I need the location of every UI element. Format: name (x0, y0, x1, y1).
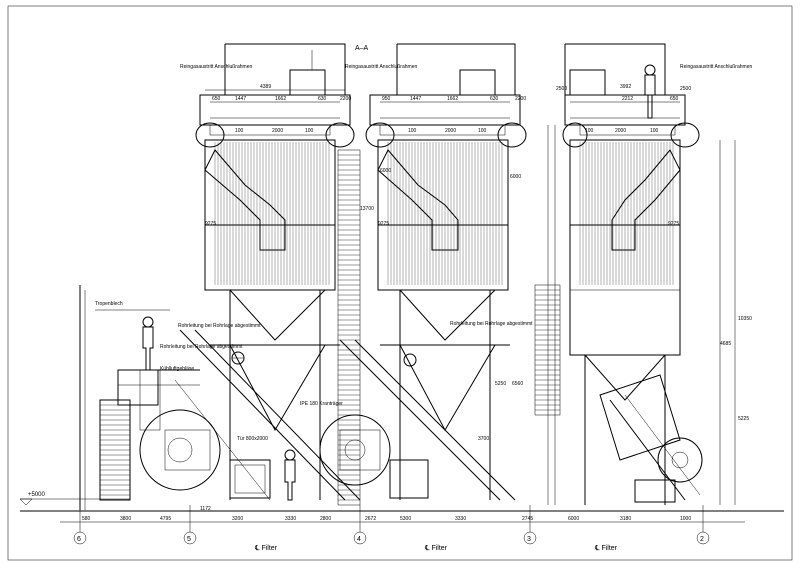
dim-top-left-7: 100 (305, 128, 314, 134)
left-stair-structure: Tropenblech (79, 285, 200, 510)
top-dimensions: 4389 650 1447 1662 630 100 2000 100 950 … (205, 84, 679, 134)
dim-top-mid-0: 950 (382, 96, 391, 102)
bdim-11: 6000 (568, 516, 579, 522)
person-figure-left (142, 316, 154, 371)
dim-side-11: 3700 (478, 436, 489, 442)
drawing-border (7, 5, 793, 561)
dim-top-left-6: 2000 (272, 128, 283, 134)
dim-side-0: 6000 (380, 168, 391, 174)
dim-top-mid-3: 630 (490, 96, 499, 102)
filter-label-2: ℄ Filter (424, 545, 448, 552)
bdim-4: 3200 (232, 516, 243, 522)
dim-top-left-1: 650 (212, 96, 221, 102)
filter-label-3: ℄ Filter (594, 545, 618, 552)
note-left-top: Reingasaustritt Anschlußrahmen (180, 64, 252, 70)
note-mid-a: Rohrleitung bei Rohrlage abgestimmt (450, 321, 533, 327)
dim-top-mid-5: 2000 (445, 128, 456, 134)
filter-unit-right: 9275 (562, 43, 700, 505)
door-note: Tür 800x2000 (237, 436, 268, 442)
filter-label-1: ℄ Filter (254, 545, 278, 552)
note-right-top: Reingasaustritt Anschlußrahmen (680, 64, 752, 70)
right-stair-tower (534, 125, 561, 505)
dim-side-5: 2200 (340, 96, 351, 102)
dim-top-mid-4: 100 (408, 128, 417, 134)
axis-3: 3 (527, 536, 531, 543)
section-title: A–A (355, 45, 369, 52)
diagonal-pipes-left: Rohrleitung bei Rohrlage abgestimmt Rohr… (160, 323, 361, 501)
dim-top-mid-2: 1662 (447, 96, 458, 102)
person-figure-mid (284, 449, 296, 501)
dim-top-mid-1: 1447 (410, 96, 421, 102)
cooling-fan-left: Tür 800x2000 (139, 409, 271, 499)
cooling-fan-right (599, 374, 703, 503)
dim-side-10: 5250 (495, 381, 506, 387)
dim-9275-mid: 9275 (378, 221, 389, 227)
filter-unit-left: 9275 (195, 43, 355, 500)
bdim-7: 2672 (365, 516, 376, 522)
filter-unit-middle: 9275 Rohrleitung bei Rohrlage abgestimmt (365, 43, 533, 500)
bdim-1: 3800 (120, 516, 131, 522)
bdim-6: 2800 (320, 516, 331, 522)
bdim-2: 4795 (160, 516, 171, 522)
bdim-8: 5300 (400, 516, 411, 522)
dim-top-right-0: 3992 (620, 84, 631, 90)
elevation-label: +5000 (28, 492, 46, 498)
dim-top-left-5: 100 (235, 128, 244, 134)
dim-top-left-3: 1662 (275, 96, 286, 102)
bdim-5: 3330 (285, 516, 296, 522)
dim-9275-left: 9275 (205, 221, 216, 227)
dim-side-6: 2200 (515, 96, 526, 102)
dim-top-mid-6: 100 (478, 128, 487, 134)
axis-markers: 6 5 4 3 2 ℄ Filter ℄ Filter ℄ Filter (73, 505, 710, 552)
bdim-13: 1000 (680, 516, 691, 522)
note-mid-b: IPE 180 Kranträger (300, 401, 343, 407)
bdim-12: 3180 (620, 516, 631, 522)
axis-6: 6 (77, 536, 81, 543)
dim-side-14: 10350 (738, 316, 752, 322)
note-left-b: Kühlluftgebläse (160, 366, 194, 372)
dim-top-left-2: 1447 (235, 96, 246, 102)
person-figure-right (644, 64, 656, 119)
bdim-9: 3330 (455, 516, 466, 522)
note-mid-top: Reingasaustritt Anschlußrahmen (345, 64, 417, 70)
bdim-10: 2745 (522, 516, 533, 522)
bottom-dimension-chain: 580 3800 4795 1172 3200 3330 2800 2672 5… (60, 506, 745, 523)
note-left-a: Rohrleitung bei Rohrlage abgestimmt (178, 323, 261, 329)
dim-top-left-4: 630 (318, 96, 327, 102)
side-dimensions: 6000 6000 2200 2200 2500 2500 13700 5250… (340, 86, 752, 505)
note-left-c: Rohrleitung bei Rohrlage abgestimmt (160, 344, 243, 350)
dim-side-12: 4685 (720, 341, 731, 347)
dim-side-15: 5225 (738, 416, 749, 422)
dim-side-8: 2500 (680, 86, 691, 92)
cooling-fan-middle (319, 339, 516, 501)
dim-top-right-5: 100 (650, 128, 659, 134)
dim-top-right-4: 2000 (615, 128, 626, 134)
dim-top-right-2: 650 (670, 96, 679, 102)
dim-side-1: 6000 (510, 174, 521, 180)
dim-side-13: 6560 (512, 381, 523, 387)
dim-side-7: 2500 (556, 86, 567, 92)
axis-4: 4 (357, 536, 361, 543)
bdim-3: 1172 (200, 506, 211, 512)
dim-top-right-3: 100 (585, 128, 594, 134)
elevation-marker (19, 498, 33, 506)
tropenblech-note: Tropenblech (95, 301, 123, 307)
axis-2: 2 (700, 536, 704, 543)
bdim-0: 580 (82, 516, 91, 522)
dim-top-right-1: 2212 (622, 96, 633, 102)
dim-top-left-0: 4389 (260, 84, 271, 90)
middle-stair-tower (337, 149, 361, 506)
dim-9275-right: 9275 (668, 221, 679, 227)
axis-5: 5 (187, 536, 191, 543)
dim-side-9: 13700 (360, 206, 374, 212)
